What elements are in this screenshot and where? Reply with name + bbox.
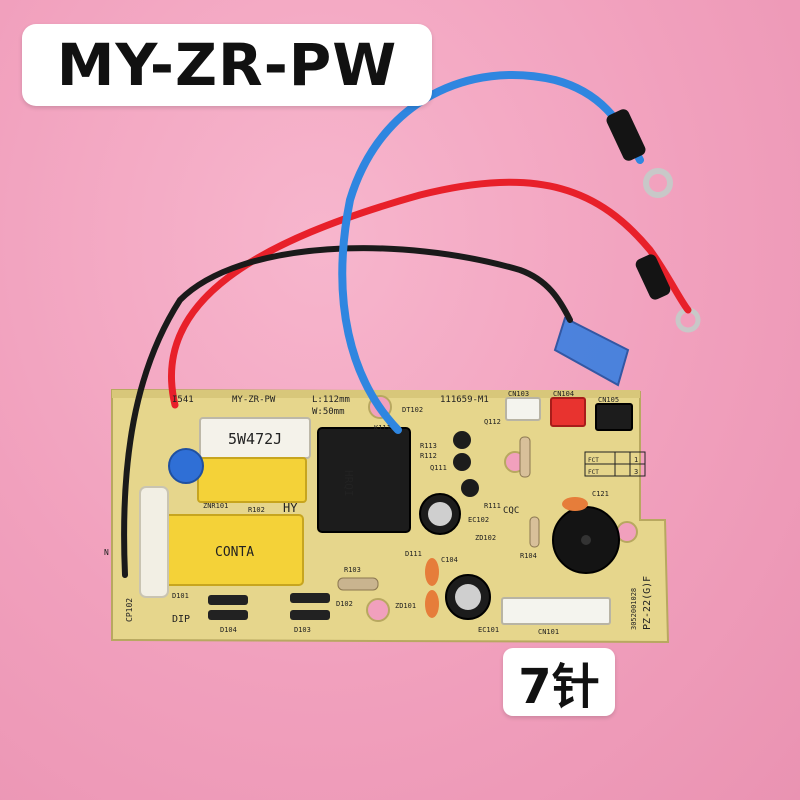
silk-hy: HY <box>283 501 298 515</box>
silk-model-code: I541 <box>172 395 194 405</box>
small-x-capacitor <box>197 457 307 503</box>
silk-r103: R103 <box>344 566 361 574</box>
relay <box>317 427 411 533</box>
capacitor-top <box>428 502 452 526</box>
buzzer-hole <box>581 535 591 545</box>
wire-blue <box>338 71 644 434</box>
resistor-r103 <box>337 577 379 591</box>
connector-cn101 <box>501 597 611 625</box>
silk-cp102: CP102 <box>125 598 134 622</box>
diode-d103 <box>290 610 330 620</box>
silk-znr101: ZNR101 <box>203 502 228 510</box>
silk-cn105: CN105 <box>598 396 619 404</box>
silk-d104: D104 <box>220 626 237 634</box>
silk-cn101: CN101 <box>538 628 559 636</box>
transistor <box>453 453 471 471</box>
silk-q111: Q111 <box>430 464 447 472</box>
silk-fct-1: FCT <box>588 457 599 464</box>
pin-count-label: 7针 <box>503 648 615 716</box>
mounting-hole <box>616 521 638 543</box>
silk-model-name: MY-ZR-PW <box>232 395 276 405</box>
heat-shrink <box>635 254 671 300</box>
diode-d102 <box>290 593 330 603</box>
silk-cqc: CQC <box>503 506 519 516</box>
resistor <box>519 436 531 478</box>
diode-d101 <box>208 595 248 605</box>
silk-k111: K111 <box>374 424 391 432</box>
fuse-sleeve <box>139 486 169 598</box>
silk-zd102: ZD102 <box>475 534 496 542</box>
transistor <box>461 479 479 497</box>
silk-d103: D103 <box>294 626 311 634</box>
silk-d101: D101 <box>172 592 189 600</box>
silk-r111: R111 <box>484 502 501 510</box>
silk-cn104: CN104 <box>553 390 574 398</box>
resistor <box>529 516 540 548</box>
ceramic-capacitor <box>425 590 439 618</box>
ceramic-capacitor <box>562 497 588 511</box>
connector-cn103 <box>505 397 541 421</box>
silk-ec102: EC102 <box>468 516 489 524</box>
silk-q112: Q112 <box>484 418 501 426</box>
ring-terminal <box>643 168 673 198</box>
silk-dt102: DT102 <box>402 406 423 414</box>
relay-brand: HRQI <box>342 470 355 497</box>
connector-cn104 <box>550 397 586 427</box>
silk-d102: D102 <box>336 600 353 608</box>
model-title-label: MY-ZR-PW <box>22 24 432 106</box>
silk-zd101: ZD101 <box>395 602 416 610</box>
silk-dip: DIP <box>172 614 190 625</box>
mounting-hole <box>366 598 390 622</box>
heat-shrink <box>606 109 646 161</box>
silk-serial: 3052001028 <box>630 588 638 630</box>
silk-r113: R113 <box>420 442 437 450</box>
diode-d104 <box>208 610 248 620</box>
capacitor-marking: CONTA <box>215 545 254 560</box>
silk-width: W:50mm <box>312 407 345 417</box>
silk-ec101: EC101 <box>478 626 499 634</box>
silk-length: L:112mm <box>312 395 350 405</box>
ceramic-capacitor <box>425 558 439 586</box>
silk-fct-2: FCT <box>588 469 599 476</box>
silk-r102: R102 <box>248 506 265 514</box>
silk-n-mark: N <box>104 548 109 557</box>
silk-c121: C121 <box>592 490 609 498</box>
silk-d111: D111 <box>405 550 422 558</box>
wire-black <box>121 245 573 578</box>
silk-fct-num-3: 3 <box>634 468 638 476</box>
silk-c104: C104 <box>441 556 458 564</box>
silk-r104: R104 <box>520 552 537 560</box>
silk-cn103: CN103 <box>508 390 529 398</box>
silk-r112: R112 <box>420 452 437 460</box>
resistor-marking: 5W472J <box>228 430 282 448</box>
silk-part-no: 111659-M1 <box>440 395 489 405</box>
connector-cn105 <box>595 403 633 431</box>
crimp-connector <box>553 316 630 387</box>
capacitor-top <box>455 584 481 610</box>
transistor <box>453 431 471 449</box>
silk-fct-num-1: 1 <box>634 456 638 464</box>
blue-disc-capacitor <box>168 448 204 484</box>
pcb-edge <box>112 390 640 398</box>
silk-pz: PZ-22(G)F <box>642 576 653 630</box>
